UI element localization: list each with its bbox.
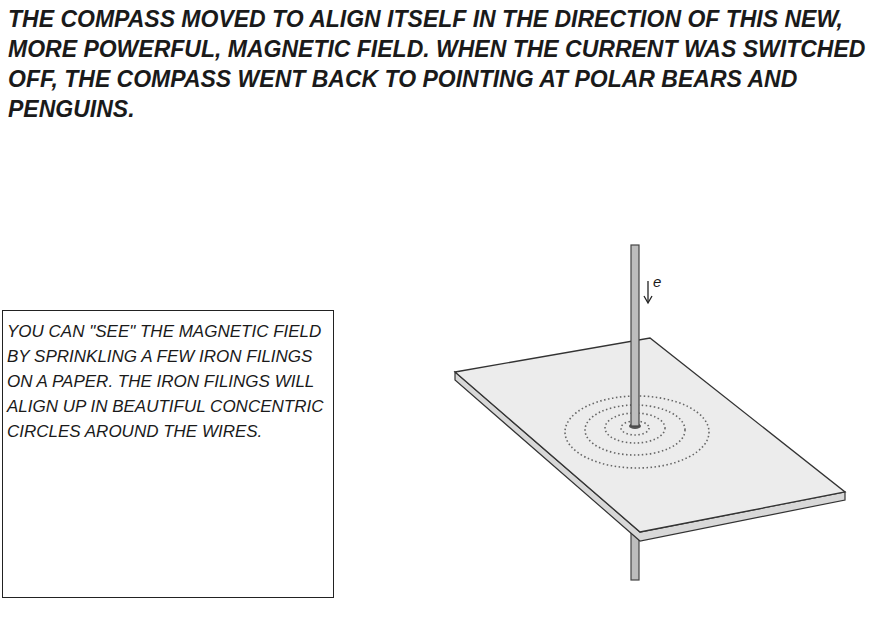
note-box: YOU CAN "SEE" THE MAGNETIC FIELD BY SPRI…: [2, 310, 334, 598]
note-text: YOU CAN "SEE" THE MAGNETIC FIELD BY SPRI…: [7, 319, 325, 444]
current-arrow: [647, 281, 648, 302]
paper-sheet: [455, 338, 845, 532]
wire: [631, 245, 639, 426]
electron-label: e: [653, 273, 661, 290]
narration-text: THE COMPASS MOVED TO ALIGN ITSELF IN THE…: [8, 4, 866, 124]
current-arrow-head: [644, 296, 652, 303]
